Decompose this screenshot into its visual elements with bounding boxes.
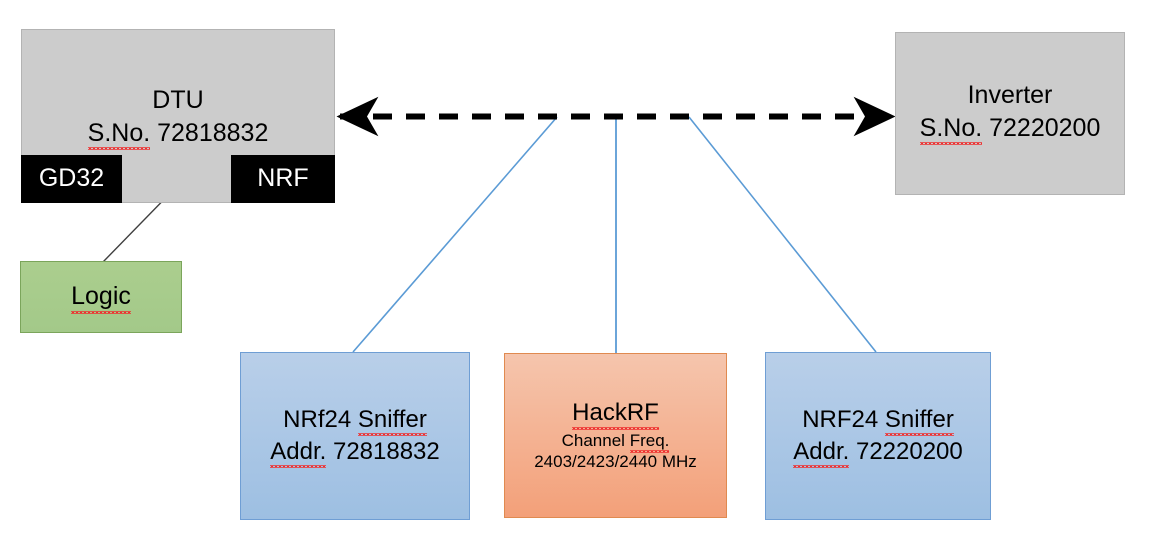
- dtu-serial-value: 72818832: [150, 118, 269, 147]
- node-gd32[interactable]: GD32: [21, 155, 122, 203]
- sniffer-right-addr-prefix: Addr.: [793, 438, 850, 469]
- sniffer-left-addr: Addr. 72818832: [270, 438, 440, 469]
- hackrf-channel-prefix: Channel: [561, 430, 630, 450]
- sniffer-left-title: NRf24 Sniffer: [283, 405, 427, 437]
- inverter-serial-prefix: S.No.: [919, 113, 983, 145]
- nrf-label: NRF: [257, 164, 309, 193]
- hackrf-channel-suffix: Freq.: [629, 430, 670, 453]
- sniffer-right-title-suffix: Sniffer: [884, 405, 954, 437]
- inverter-serial-value: 72220200: [982, 113, 1101, 142]
- sniffer-left-title-suffix: Sniffer: [357, 405, 427, 437]
- sniffer-left-addr-prefix: Addr.: [270, 438, 327, 469]
- tap-sniffer-right: [688, 116, 877, 353]
- sniffer-right-title: NRF24 Sniffer: [802, 405, 954, 437]
- hackrf-title-text: HackRF: [572, 399, 659, 430]
- sniffer-left-addr-value: 72818832: [326, 438, 440, 465]
- sniffer-right-title-prefix: NRF24: [802, 405, 885, 433]
- sniffer-right-addr-value: 72220200: [849, 438, 963, 465]
- hackrf-title: HackRF: [572, 399, 659, 430]
- node-hackrf[interactable]: HackRF Channel Freq. 2403/2423/2440 MHz: [504, 353, 727, 518]
- dtu-serial-prefix: S.No.: [87, 118, 151, 150]
- node-inverter[interactable]: Inverter S.No. 72220200: [895, 32, 1125, 195]
- dtu-serial: S.No. 72818832: [87, 118, 269, 150]
- tap-sniffer-left: [352, 116, 558, 353]
- logic-label: Logic: [71, 282, 131, 314]
- dtu-title: DTU: [152, 86, 204, 114]
- sniffer-left-title-prefix: NRf24: [283, 405, 358, 433]
- node-nrf[interactable]: NRF: [231, 155, 335, 203]
- node-nrf24-sniffer-left[interactable]: NRf24 Sniffer Addr. 72818832: [240, 352, 470, 520]
- node-nrf24-sniffer-right[interactable]: NRF24 Sniffer Addr. 72220200: [765, 352, 991, 520]
- inverter-serial: S.No. 72220200: [919, 113, 1101, 145]
- hackrf-frequencies: 2403/2423/2440 MHz: [534, 451, 697, 471]
- gd32-label: GD32: [38, 164, 105, 193]
- sniffer-right-addr: Addr. 72220200: [793, 438, 963, 469]
- inverter-title: Inverter: [967, 81, 1053, 109]
- hackrf-channel-label: Channel Freq.: [561, 430, 670, 453]
- node-logic-analyzer[interactable]: Logic: [20, 261, 182, 333]
